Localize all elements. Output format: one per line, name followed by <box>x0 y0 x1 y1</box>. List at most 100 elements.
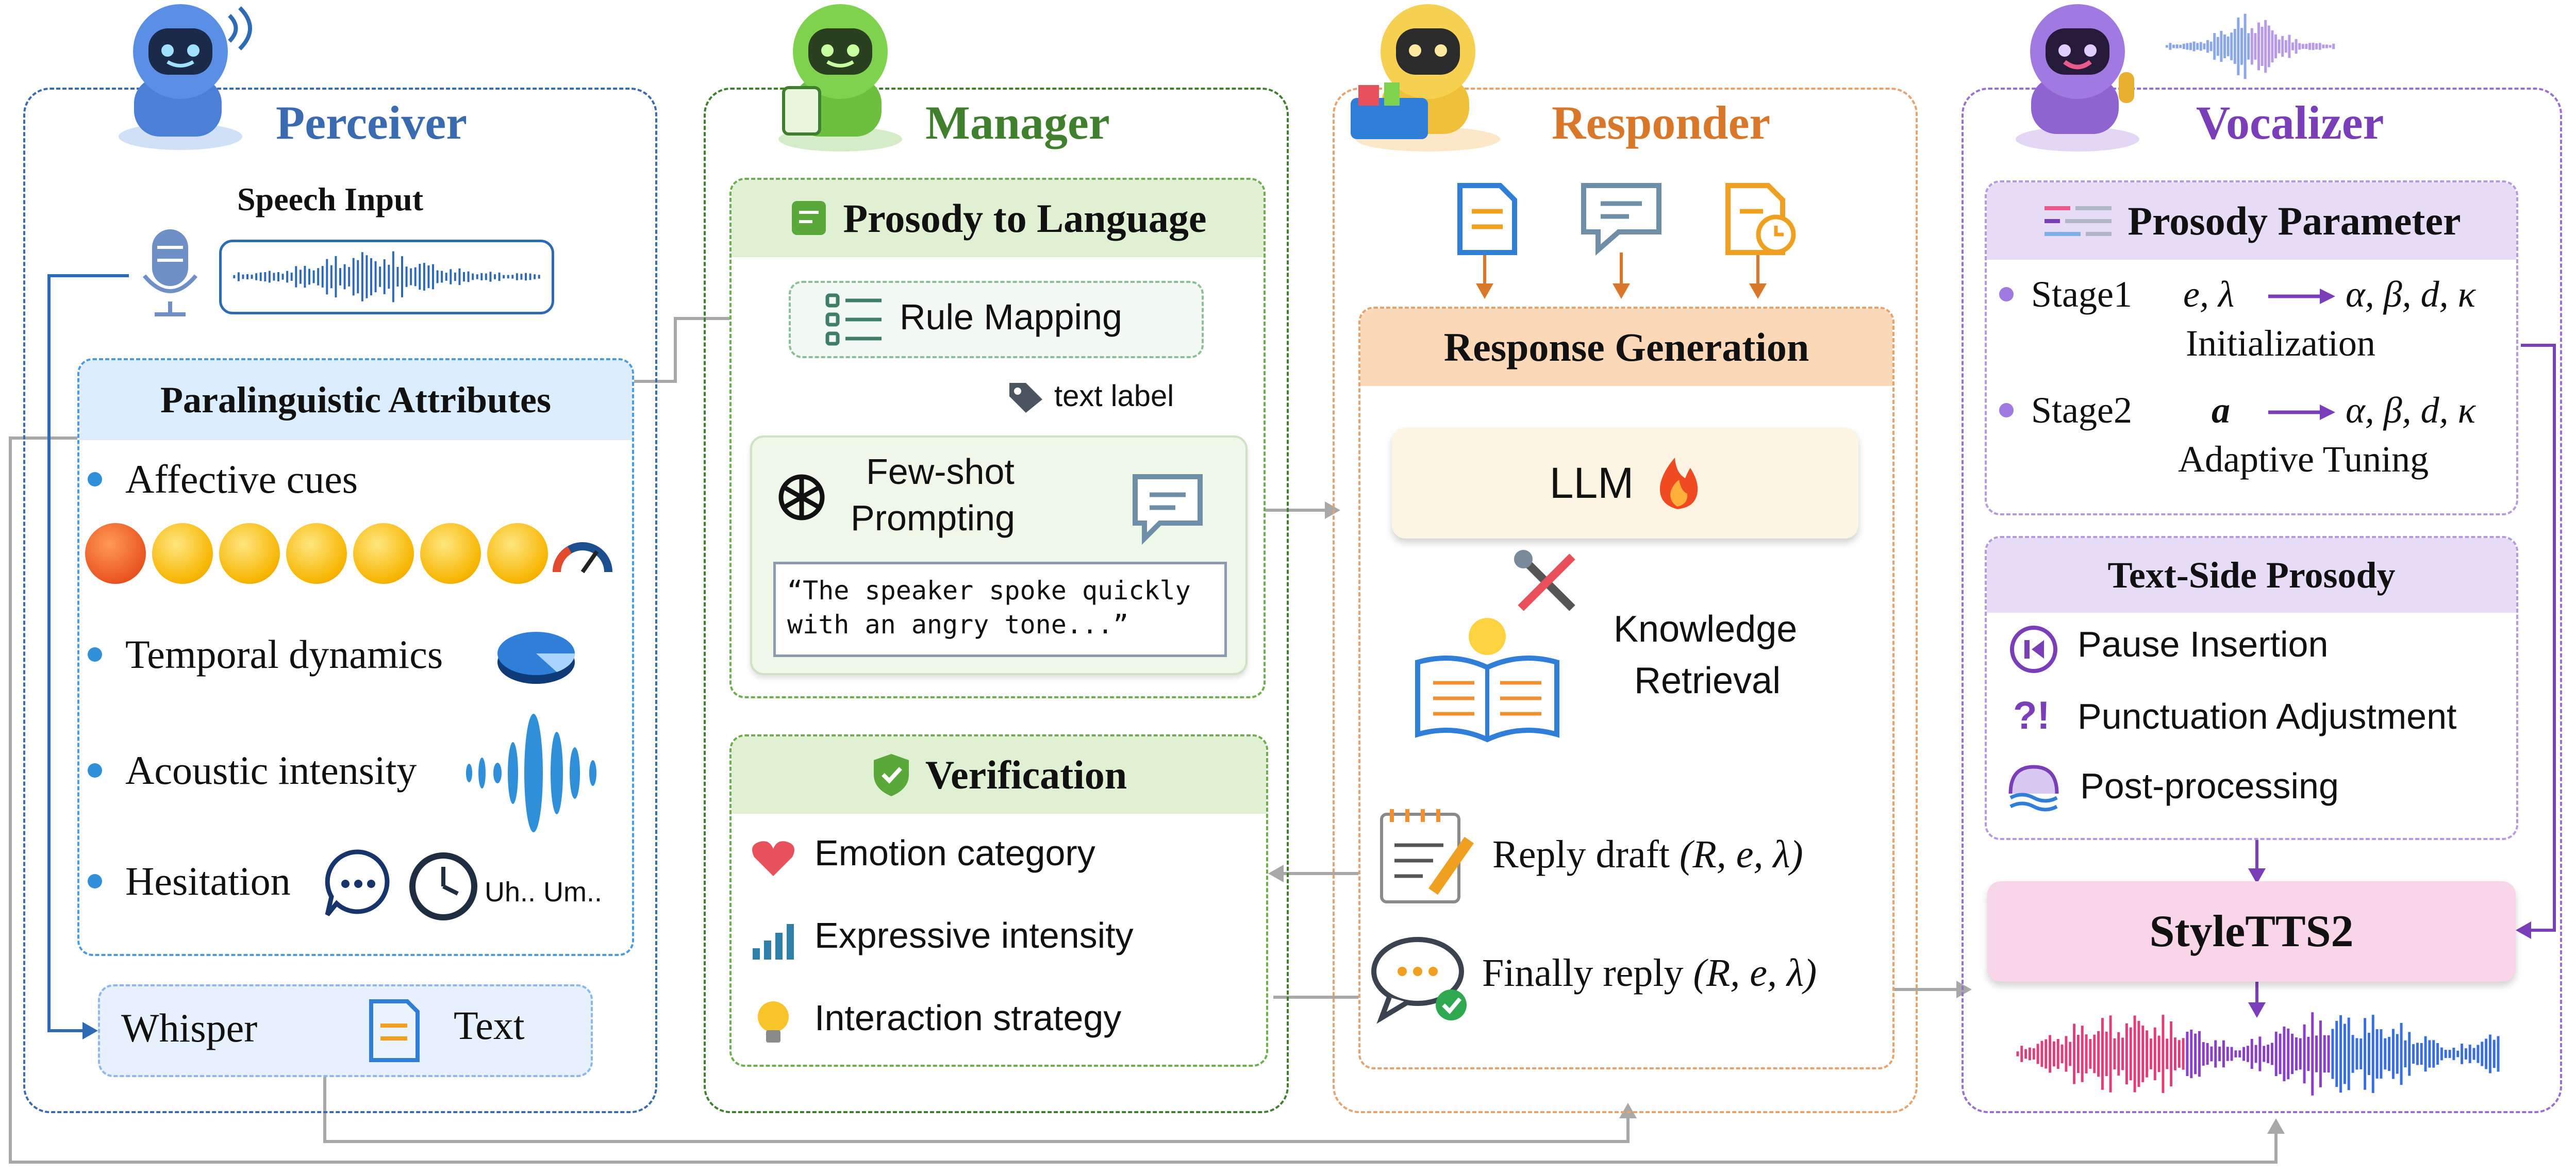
verification-title: Verification <box>925 752 1127 797</box>
rule-mapping-label: Rule Mapping <box>900 297 1122 337</box>
perceiver-panel <box>23 88 657 1113</box>
llm-box: LLM <box>1392 428 1858 539</box>
stage2-input: a <box>2212 390 2230 431</box>
tools-icon <box>1514 550 1575 611</box>
stage2-label: Stage2 <box>2031 390 2132 431</box>
emoji-icon <box>286 523 347 584</box>
stage1-desc: Initialization <box>2186 323 2375 364</box>
emoji-icon <box>487 523 548 584</box>
openai-icon <box>778 474 825 521</box>
chat-bubble-icon <box>1581 183 1661 256</box>
intensity-waveform-icon <box>466 714 596 832</box>
waveform-icon <box>233 251 540 303</box>
reply-draft-params: (R, e, λ) <box>1680 833 1803 876</box>
attr-acoustic: Acoustic intensity <box>88 747 417 794</box>
verification-item-intensity: Expressive intensity <box>815 915 1134 955</box>
emoji-icon <box>152 523 213 584</box>
styletts2-box: StyleTTS2 <box>1987 881 2516 982</box>
prosody-parameter-panel: Prosody Parameter <box>1985 180 2518 515</box>
notepad-icon <box>1380 809 1474 903</box>
stage1-label: Stage1 <box>2031 274 2132 315</box>
response-generation-title: Response Generation <box>1360 309 1892 386</box>
stage2-output: α, β, d, κ <box>2346 390 2476 431</box>
quote-box: “The speaker spoke quickly with an angry… <box>773 562 1227 657</box>
fire-icon <box>1660 457 1698 509</box>
verification-item-emotion: Emotion category <box>815 833 1095 873</box>
pause-icon <box>2010 626 2057 673</box>
fewshot-line2: Prompting <box>851 498 1016 538</box>
text-label-caption: text label <box>1054 379 1174 413</box>
robot-mascot-icon <box>1351 4 1500 152</box>
stage2-bullet <box>1999 403 2014 417</box>
finally-reply-params: (R, e, λ) <box>1693 951 1817 995</box>
verification-item-strategy: Interaction strategy <box>815 998 1122 1038</box>
text-label: Text <box>454 1003 525 1048</box>
stage1-bullet <box>1999 287 2014 301</box>
styletts2-label: StyleTTS2 <box>2149 907 2354 956</box>
stage1-input: e, λ <box>2183 274 2235 315</box>
prosody-to-language-title: Prosody to Language <box>843 196 1207 241</box>
stage1-output: α, β, d, κ <box>2346 274 2476 315</box>
quote-text: “The speaker spoke quickly with an angry… <box>787 576 1191 640</box>
document-clock-icon <box>1725 183 1796 255</box>
loop-line-inner <box>323 1077 1630 1143</box>
whisper-label: Whisper <box>121 1005 258 1050</box>
stage2-desc: Adaptive Tuning <box>2178 439 2429 480</box>
face-icon <box>2008 765 2059 812</box>
robot-mascot-icon <box>2016 4 2139 152</box>
gauge-icon <box>553 542 612 574</box>
attr-hesitation: Hesitation <box>88 858 291 904</box>
responder-title: Responder <box>1552 96 1771 149</box>
vocalizer-title: Vocalizer <box>2196 96 2384 149</box>
heart-icon <box>752 841 794 876</box>
hesitation-text: Uh.. Um.. <box>485 877 603 908</box>
tsp-item-pause: Pause Insertion <box>2078 624 2329 664</box>
pp-to-tts-line <box>2521 344 2556 932</box>
emoji-icon <box>219 523 280 584</box>
document-icon <box>1457 183 1517 255</box>
book-icon <box>1415 618 1559 743</box>
whisper-panel <box>98 984 593 1077</box>
vocalizer-panel <box>1962 88 2562 1113</box>
clock-icon <box>409 852 477 920</box>
rule-mapping-box <box>789 281 1204 358</box>
reply-draft: Reply draft (R, e, λ) <box>1492 832 1803 877</box>
document-icon <box>369 999 420 1062</box>
tag-icon <box>1009 383 1042 413</box>
lightbulb-icon <box>758 1001 789 1043</box>
chat-bubble-icon <box>1133 474 1203 545</box>
microphone-icon <box>142 229 198 316</box>
manager-title: Manager <box>925 96 1110 149</box>
mic-to-whisper-line <box>47 274 129 1032</box>
loop-line-outer <box>9 437 2278 1164</box>
paralinguistic-title: Paralinguistic Attributes <box>79 360 632 440</box>
waveform-icon <box>2165 13 2335 79</box>
pie-chart-icon <box>497 632 575 684</box>
punctuation-icon: ?! <box>2013 694 2050 737</box>
finally-reply: Finally reply (R, e, λ) <box>1482 951 1817 996</box>
attr-affective: Affective cues <box>88 456 358 502</box>
text-side-prosody-title: Text-Side Prosody <box>1987 538 2516 613</box>
shield-icon <box>873 754 909 796</box>
tsp-item-punctuation: Punctuation Adjustment <box>2078 696 2457 736</box>
finally-reply-label: Finally reply <box>1482 951 1684 995</box>
robot-mascot-icon <box>778 4 902 152</box>
speech-input-label: Speech Input <box>237 181 423 217</box>
speech-waveform-box <box>219 240 554 314</box>
tsp-item-postprocessing: Post-processing <box>2080 766 2339 806</box>
manager-panel <box>704 88 1289 1113</box>
text-side-prosody-panel: Text-Side Prosody <box>1985 536 2518 840</box>
reply-draft-label: Reply draft <box>1492 833 1670 876</box>
bar-chart-icon <box>753 924 794 960</box>
attr-temporal: Temporal dynamics <box>88 631 443 678</box>
fewshot-line1: Few-shot <box>866 451 1015 492</box>
para-to-rule-line <box>634 317 778 383</box>
arrow-icon <box>2268 405 2335 420</box>
knowledge-line1: Knowledge <box>1614 609 1798 650</box>
llm-label: LLM <box>1549 459 1634 507</box>
robot-mascot-icon <box>119 4 252 150</box>
list-icon <box>825 293 882 346</box>
emoji-icon <box>85 523 146 584</box>
menu-lines-icon <box>2045 206 2112 236</box>
chat-check-icon <box>1371 937 1467 1024</box>
